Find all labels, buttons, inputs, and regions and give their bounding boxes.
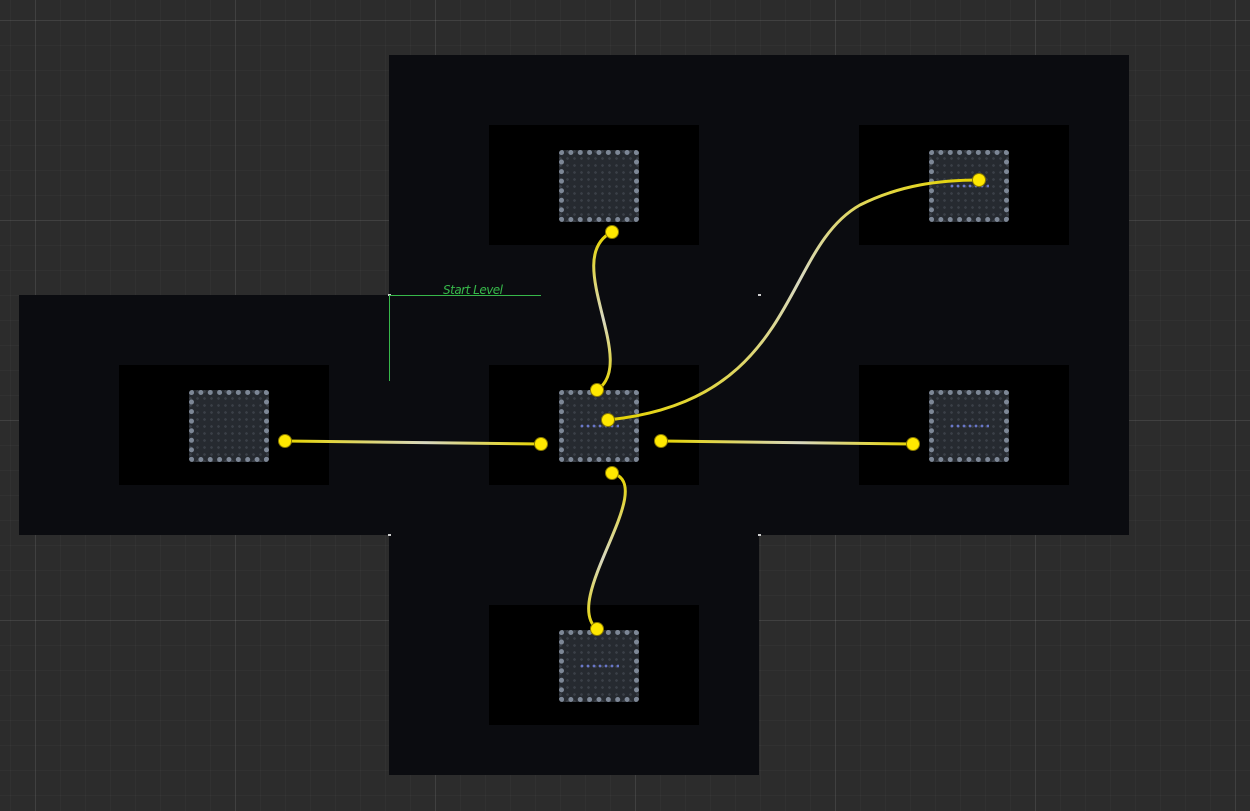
room-tile — [929, 150, 1009, 222]
corner-marker — [388, 534, 391, 536]
room-tile — [189, 390, 269, 462]
room-lights — [949, 424, 989, 428]
start-level-label: Start Level — [443, 283, 503, 297]
room-lights — [579, 424, 619, 428]
room-tile — [559, 630, 639, 702]
room-right[interactable] — [859, 365, 1069, 485]
start-level-line-vertical — [389, 295, 390, 381]
room-left[interactable] — [119, 365, 329, 485]
room-tile — [559, 390, 639, 462]
corner-marker — [758, 534, 761, 536]
room-lights — [949, 184, 989, 188]
corner-marker — [758, 294, 761, 296]
room-top-right[interactable] — [859, 125, 1069, 245]
room-lights — [579, 664, 619, 668]
start-level-line-horizontal — [389, 295, 541, 296]
room-top[interactable] — [489, 125, 699, 245]
room-center[interactable] — [489, 365, 699, 485]
room-tile — [929, 390, 1009, 462]
room-bottom[interactable] — [489, 605, 699, 725]
room-tile — [559, 150, 639, 222]
